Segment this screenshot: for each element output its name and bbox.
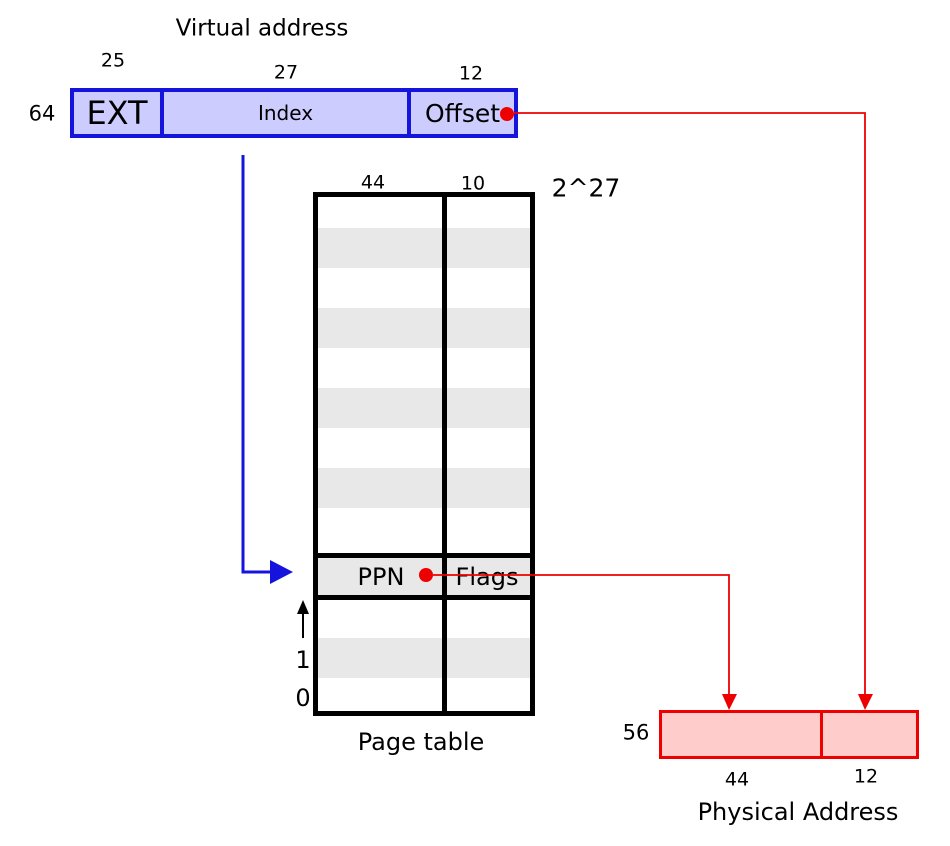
va-field-ext: EXT xyxy=(74,92,160,134)
page-table-caption: Page table xyxy=(357,728,485,756)
row-index-arrowhead-icon xyxy=(297,600,309,614)
va-index-bit-width: 27 xyxy=(273,61,299,84)
page-table xyxy=(313,192,535,716)
table-stripe xyxy=(318,228,530,268)
page-table-column-divider xyxy=(442,197,447,711)
virtual-address-title: Virtual address xyxy=(175,15,349,42)
va-total-bit-width: 64 xyxy=(28,101,56,126)
pa-height-bit-width: 56 xyxy=(622,720,650,745)
index-arrowhead-icon xyxy=(270,560,293,584)
pa-field-divider xyxy=(820,713,823,756)
row-index-0: 0 xyxy=(295,684,311,712)
virtual-address-box: EXT Index Offset xyxy=(70,88,518,138)
table-stripe xyxy=(318,308,530,348)
physical-address-box xyxy=(659,710,919,759)
pa-ppn-bit-width: 44 xyxy=(724,768,750,791)
entry-ppn-label: PPN xyxy=(357,563,405,591)
va-ext-bit-width: 25 xyxy=(100,49,126,72)
table-stripe xyxy=(318,388,530,428)
entry-column-divider xyxy=(442,558,447,595)
ppn-arrowhead-icon xyxy=(722,694,737,710)
row-index-1: 1 xyxy=(295,646,311,674)
va-field-offset: Offset xyxy=(411,92,514,134)
pt-entry-count: 2^27 xyxy=(551,173,621,203)
index-to-entry-arrow-line xyxy=(241,155,272,574)
va-offset-bit-width: 12 xyxy=(458,62,484,85)
table-stripe xyxy=(318,638,530,678)
table-stripe xyxy=(318,468,530,508)
pa-offset-bit-width: 12 xyxy=(853,765,879,788)
entry-flags-label: Flags xyxy=(455,563,519,591)
physical-address-caption: Physical Address xyxy=(697,798,899,826)
va-field-index: Index xyxy=(160,92,411,134)
pt-flags-column-bit-width: 10 xyxy=(460,172,486,195)
offset-arrowhead-icon xyxy=(858,694,873,710)
pt-ppn-column-bit-width: 44 xyxy=(360,171,386,194)
